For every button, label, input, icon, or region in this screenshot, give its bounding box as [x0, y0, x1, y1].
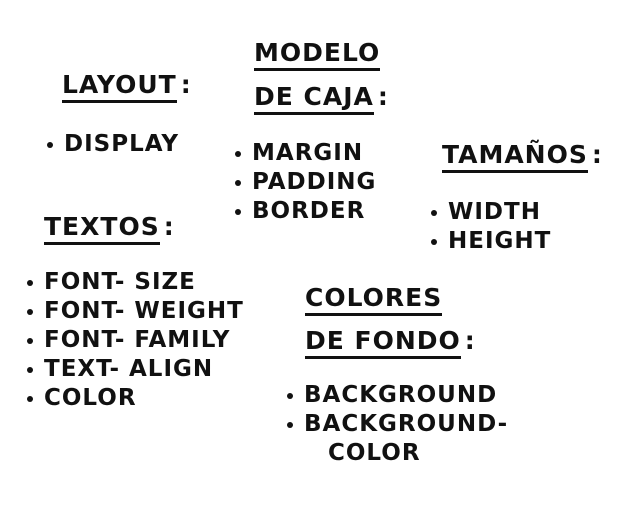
- texts-item-font-weight: FONT- WEIGHT: [24, 297, 244, 326]
- sizes-heading: TAMAÑOS:: [442, 142, 603, 173]
- sizes-colon: :: [591, 140, 603, 169]
- box-model-heading-line1: MODELO: [254, 40, 381, 71]
- bg-colors-item-background: BACKGROUND: [284, 381, 508, 410]
- box-model-title-line1: MODELO: [254, 40, 381, 71]
- sizes-title: TAMAÑOS: [442, 142, 588, 173]
- box-model-item-border: BORDER: [232, 197, 376, 226]
- layout-item-display: DISPLAY: [44, 130, 179, 159]
- sizes-item-width: WIDTH: [428, 198, 551, 227]
- texts-item-font-size: FONT- SIZE: [24, 268, 244, 297]
- sizes-item-height: HEIGHT: [428, 227, 551, 256]
- layout-title: LAYOUT: [62, 72, 177, 103]
- texts-item-font-family: FONT- FAMILY: [24, 326, 244, 355]
- texts-list: FONT- SIZE FONT- WEIGHT FONT- FAMILY TEX…: [24, 268, 244, 413]
- layout-heading: LAYOUT:: [62, 72, 192, 103]
- bg-colors-item-background-color: BACKGROUND-: [284, 410, 508, 439]
- texts-item-text-align: TEXT- ALIGN: [24, 355, 244, 384]
- box-model-heading-line2: DE CAJA:: [254, 84, 389, 115]
- bg-colors-item-continuation: COLOR: [328, 440, 421, 466]
- box-model-title-line2: DE CAJA: [254, 84, 374, 115]
- layout-list: DISPLAY: [44, 130, 179, 159]
- texts-heading: TEXTOS:: [44, 214, 175, 245]
- box-model-colon: :: [377, 82, 389, 111]
- box-model-list: MARGIN PADDING BORDER: [232, 139, 376, 226]
- box-model-item-padding: PADDING: [232, 168, 376, 197]
- texts-title: TEXTOS: [44, 214, 160, 245]
- bg-colors-list: BACKGROUND BACKGROUND- COLOR: [284, 381, 508, 468]
- texts-item-color: COLOR: [24, 384, 244, 413]
- bg-colors-title-line2: DE FONDO: [305, 328, 461, 359]
- texts-colon: :: [163, 212, 175, 241]
- sizes-list: WIDTH HEIGHT: [428, 198, 551, 256]
- box-model-item-margin: MARGIN: [232, 139, 376, 168]
- bg-colors-heading-line1: COLORES: [305, 285, 443, 316]
- bg-colors-heading-line2: DE FONDO:: [305, 328, 476, 359]
- bg-colors-title-line1: COLORES: [305, 285, 443, 316]
- layout-colon: :: [180, 70, 192, 99]
- bg-colors-colon: :: [464, 326, 476, 355]
